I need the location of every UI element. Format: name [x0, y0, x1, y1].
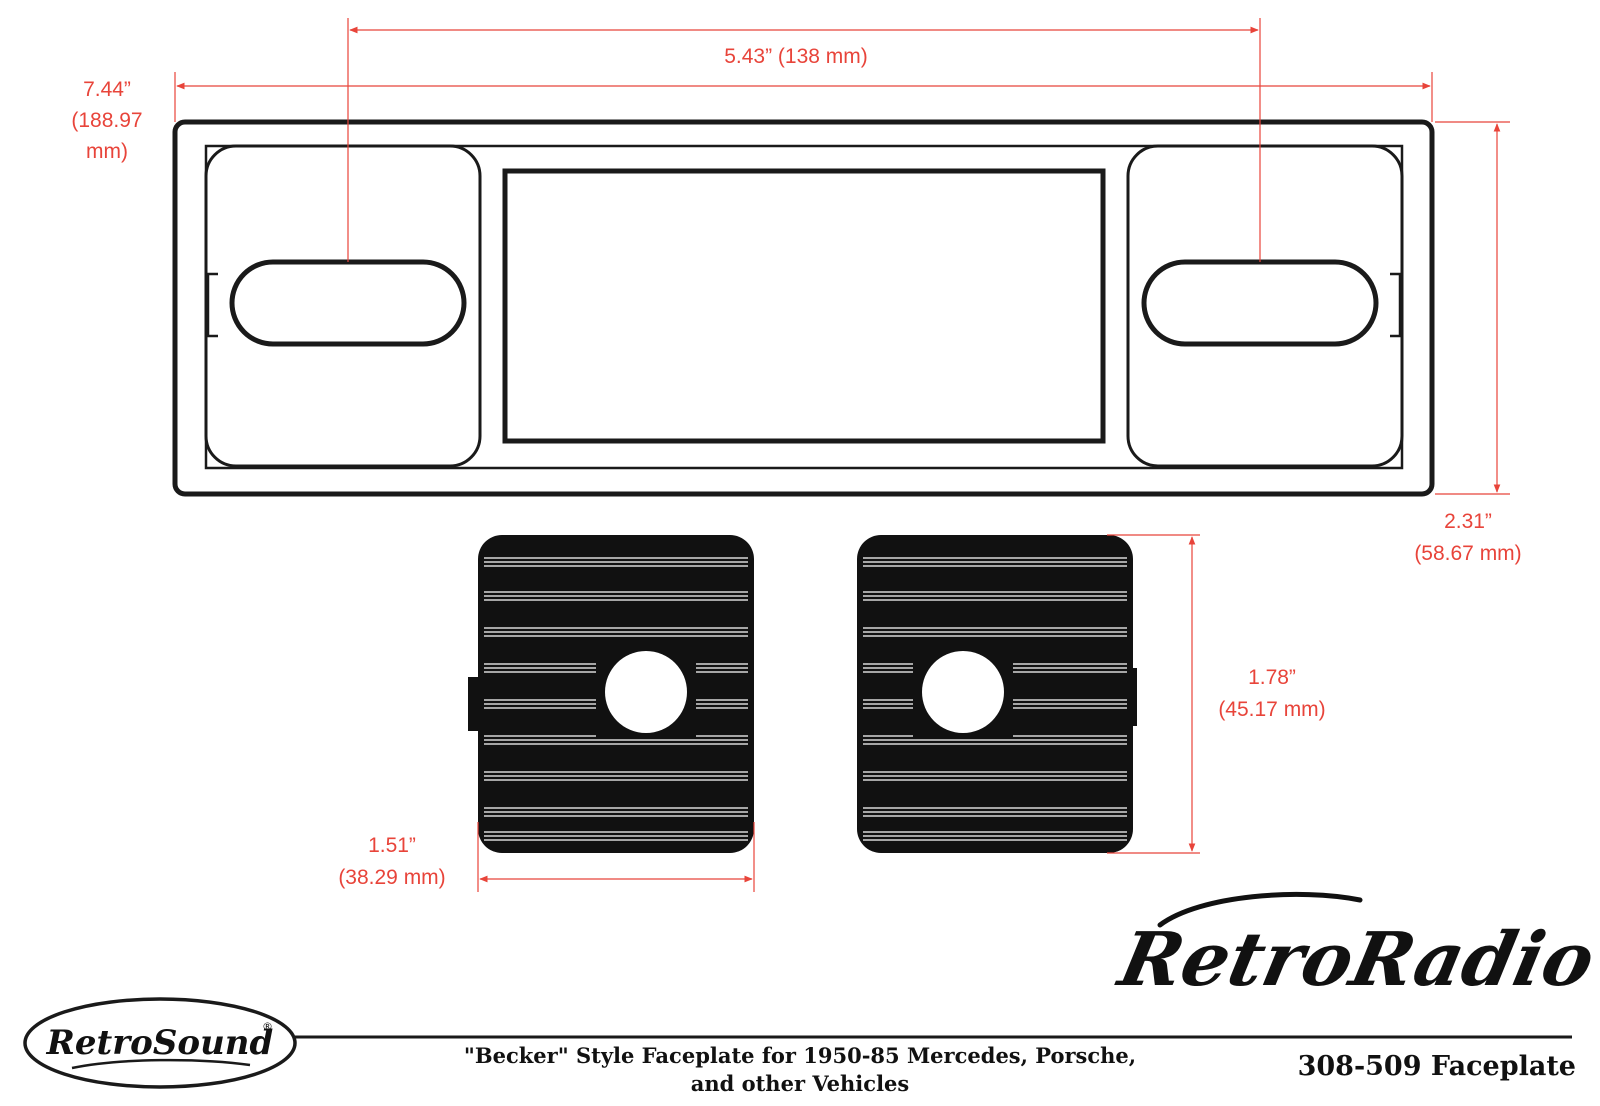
display-window	[502, 168, 1106, 444]
knob-height-inches: 1.78”	[1248, 666, 1296, 689]
knob-height-mm: (45.17 mm)	[1218, 698, 1325, 721]
right-plate-ribs	[863, 557, 1127, 841]
knob-width-inches: 1.51”	[368, 834, 416, 857]
left-knob-plate	[468, 535, 754, 853]
left-shaft-slot	[229, 259, 467, 347]
retroradio-wordmark: RetroRadio	[1110, 916, 1600, 1003]
left-knob-hole	[605, 651, 687, 733]
retrosound-logo: RetroSound ®	[23, 997, 297, 1089]
overall-width-mm: (188.97	[71, 109, 142, 132]
retrosound-wordmark: RetroSound	[46, 1023, 274, 1063]
right-knob-plate	[857, 535, 1137, 853]
right-knob-well	[1126, 144, 1404, 468]
shaft-spacing-label: 5.43” (138 mm)	[724, 45, 868, 68]
right-shaft-slot	[1141, 259, 1379, 347]
registered-mark: ®	[262, 1020, 273, 1033]
faceplate-description-line2: and other Vehicles	[691, 1071, 910, 1096]
overall-width-mm-unit: mm)	[86, 140, 128, 163]
right-knob-hole	[922, 651, 1004, 733]
height-inches: 2.31”	[1444, 510, 1492, 533]
left-plate-ribs	[484, 557, 748, 841]
part-number: 308-509 Faceplate	[1298, 1051, 1576, 1082]
faceplate-body	[172, 119, 1435, 497]
faceplate-description-line1: "Becker" Style Faceplate for 1950-85 Mer…	[464, 1043, 1136, 1068]
retroradio-logo: RetroRadio	[1110, 891, 1600, 1003]
left-knob-well	[204, 144, 482, 468]
overall-width-inches: 7.44”	[83, 78, 131, 101]
knob-width-mm: (38.29 mm)	[338, 866, 445, 889]
height-mm: (58.67 mm)	[1414, 542, 1521, 565]
